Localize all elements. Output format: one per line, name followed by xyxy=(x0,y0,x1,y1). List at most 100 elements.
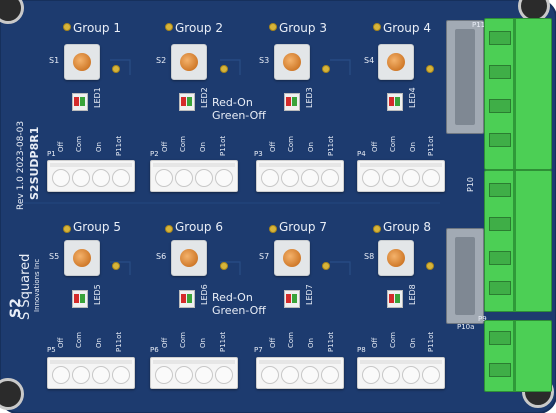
led-1-label: LED1 xyxy=(93,87,102,108)
led-4-indicator xyxy=(387,93,403,111)
connector-2-label: P2 xyxy=(150,150,159,158)
group-6-label: Group 6 xyxy=(175,220,223,234)
connector-3-label: P3 xyxy=(254,150,263,158)
led-4-label: LED4 xyxy=(408,87,417,108)
push-button-switch-2[interactable] xyxy=(171,44,207,80)
via-pad xyxy=(373,23,381,31)
push-button-switch-7[interactable] xyxy=(274,240,310,276)
terminal-connector-4 xyxy=(357,160,445,192)
via-pad xyxy=(63,225,71,233)
pin-label-on: On xyxy=(409,338,417,348)
terminal-connector-5 xyxy=(47,357,135,389)
pin-label-com: Com xyxy=(75,332,83,348)
group-2-label: Group 2 xyxy=(175,21,223,35)
pin-label-p11ot: P11ot xyxy=(219,331,227,352)
switch-7-label: S7 xyxy=(259,252,270,261)
legend-green-off: Green-Off xyxy=(212,304,266,317)
led-5-label: LED5 xyxy=(93,284,102,305)
led-7-label: LED7 xyxy=(305,284,314,305)
pin-label-on: On xyxy=(199,142,207,152)
led-8-label: LED8 xyxy=(408,284,417,305)
connector-p10a-label: P10a xyxy=(457,323,475,331)
pin-label-off: Off xyxy=(161,337,169,348)
company-subtitle: Innovations Inc xyxy=(33,258,41,312)
terminal-connector-7 xyxy=(256,357,344,389)
pin-label-com: Com xyxy=(75,136,83,152)
pin-label-off: Off xyxy=(371,337,379,348)
pin-label-off: Off xyxy=(269,141,277,152)
pin-label-off: Off xyxy=(371,141,379,152)
pin-label-com: Com xyxy=(179,136,187,152)
via-pad xyxy=(322,65,330,73)
terminal-connector-8 xyxy=(357,357,445,389)
led-3-indicator xyxy=(284,93,300,111)
led-2-label: LED2 xyxy=(200,87,209,108)
via-pad xyxy=(426,65,434,73)
revision-text: Rev 1.0 2023-08-03 xyxy=(16,120,26,210)
push-button-switch-4[interactable] xyxy=(378,44,414,80)
pin-label-off: Off xyxy=(269,337,277,348)
connector-5-label: P5 xyxy=(47,346,56,354)
pin-label-com: Com xyxy=(389,136,397,152)
pin-label-on: On xyxy=(307,338,315,348)
legend-red-on: Red-On xyxy=(212,291,253,304)
via-pad xyxy=(112,262,120,270)
connector-p11-label: P11 xyxy=(472,21,486,29)
via-pad xyxy=(220,65,228,73)
pin-label-com: Com xyxy=(179,332,187,348)
group-3-label: Group 3 xyxy=(279,21,327,35)
connector-p9-label: P9 xyxy=(478,315,487,323)
group-4-label: Group 4 xyxy=(383,21,431,35)
pin-label-off: Off xyxy=(57,337,65,348)
green-terminal-block-p9 xyxy=(484,320,552,392)
pin-label-p11ot: P11ot xyxy=(327,135,335,156)
via-pad xyxy=(63,23,71,31)
pin-label-p11ot: P11ot xyxy=(115,331,123,352)
led-6-label: LED6 xyxy=(200,284,209,305)
switch-1-label: S1 xyxy=(49,56,60,65)
group-8-label: Group 8 xyxy=(383,220,431,234)
group-5-label: Group 5 xyxy=(73,220,121,234)
pin-label-on: On xyxy=(95,142,103,152)
push-button-switch-1[interactable] xyxy=(64,44,100,80)
terminal-connector-6 xyxy=(150,357,238,389)
push-button-switch-8[interactable] xyxy=(378,240,414,276)
legend-red-on: Red-On xyxy=(212,96,253,109)
connector-1-label: P1 xyxy=(47,150,56,158)
switch-4-label: S4 xyxy=(364,56,375,65)
switch-5-label: S5 xyxy=(49,252,60,261)
via-pad xyxy=(165,225,173,233)
legend-green-off: Green-Off xyxy=(212,109,266,122)
pin-label-com: Com xyxy=(287,332,295,348)
pin-label-p11ot: P11ot xyxy=(427,135,435,156)
via-pad xyxy=(112,65,120,73)
pin-label-com: Com xyxy=(389,332,397,348)
push-button-switch-6[interactable] xyxy=(171,240,207,276)
via-pad xyxy=(269,23,277,31)
terminal-connector-2 xyxy=(150,160,238,192)
push-button-switch-3[interactable] xyxy=(274,44,310,80)
pin-label-on: On xyxy=(199,338,207,348)
group-1-label: Group 1 xyxy=(73,21,121,35)
green-terminal-block-p10 xyxy=(484,170,552,312)
connector-8-label: P8 xyxy=(357,346,366,354)
pin-label-com: Com xyxy=(287,136,295,152)
connector-4-label: P4 xyxy=(357,150,366,158)
push-button-switch-5[interactable] xyxy=(64,240,100,276)
via-pad xyxy=(373,225,381,233)
connector-6-label: P6 xyxy=(150,346,159,354)
pin-label-p11ot: P11ot xyxy=(115,135,123,156)
via-pad xyxy=(165,23,173,31)
via-pad xyxy=(322,262,330,270)
via-pad xyxy=(220,262,228,270)
green-terminal-block-p11 xyxy=(484,18,552,170)
pin-label-off: Off xyxy=(161,141,169,152)
pin-label-on: On xyxy=(307,142,315,152)
led-8-indicator xyxy=(387,290,403,308)
led-5-indicator xyxy=(72,290,88,308)
connector-p10-label: P10 xyxy=(466,176,475,192)
led-1-indicator xyxy=(72,93,88,111)
via-pad xyxy=(426,262,434,270)
pin-label-p11ot: P11ot xyxy=(219,135,227,156)
